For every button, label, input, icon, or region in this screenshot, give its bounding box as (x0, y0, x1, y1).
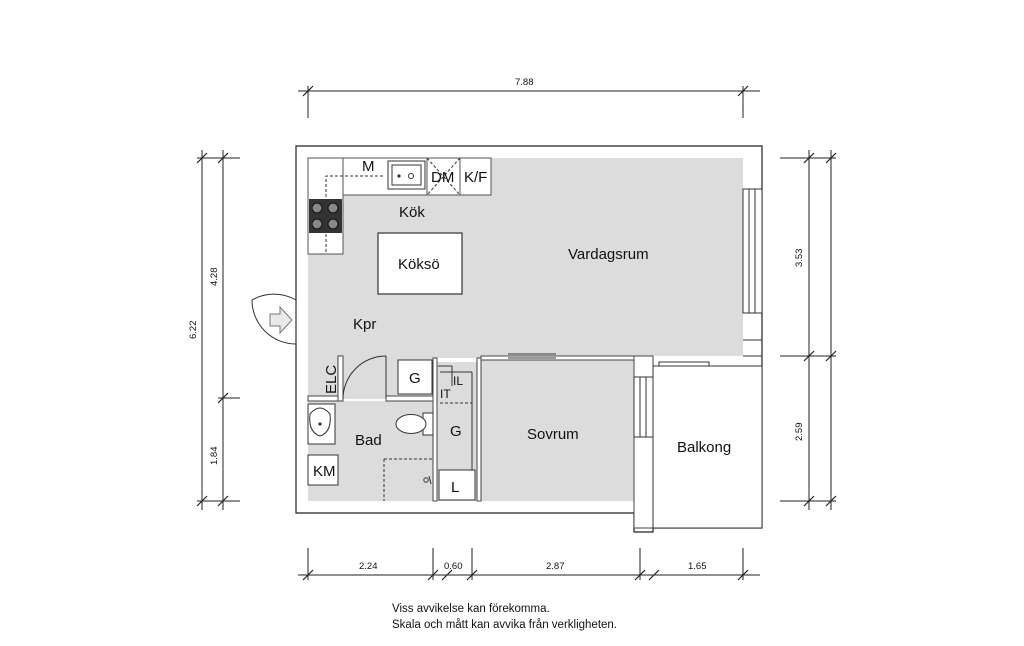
kitchen-island (377, 232, 463, 295)
room-label-balkong: Balkong (677, 439, 731, 456)
bathroom-door (342, 355, 387, 400)
closet-details (397, 359, 476, 501)
fixture-label-dm: DM (431, 169, 454, 186)
dimension-left-total: 6.22 (188, 321, 199, 340)
washbasin-icon (309, 407, 331, 437)
dimension-lines: 7.88 6.22 4.28 1.84 3.53 2.59 (188, 77, 837, 581)
room-label-kok: Kök (399, 204, 425, 221)
room-label-bad: Bad (355, 432, 382, 449)
dimension-left-lower: 1.84 (209, 447, 220, 466)
fixture-label-g-closet: G (450, 423, 462, 440)
fixture-label-elc: ELC (323, 365, 340, 394)
toilet-icon (395, 412, 434, 436)
fixture-label-km: KM (313, 463, 336, 480)
dimension-bottom-2: 0.60 (444, 561, 463, 572)
fixture-label-m: M (362, 158, 375, 175)
dimension-right-lower: 2.59 (794, 423, 805, 442)
bedroom-sliding-door (508, 353, 556, 359)
dimension-top-width: 7.88 (515, 77, 534, 88)
dimension-left-upper: 4.28 (209, 268, 220, 287)
room-label-vardagsrum: Vardagsrum (568, 246, 649, 263)
fixture-label-g-hall: G (409, 370, 421, 387)
fixture-label-l: L (451, 479, 459, 496)
room-label-kpr: Kpr (353, 316, 376, 333)
windows (633, 188, 763, 438)
disclaimer-line-2: Skala och mått kan avvika från verklighe… (392, 619, 618, 631)
bathroom-fixtures (307, 403, 434, 501)
kitchen-counter (307, 157, 492, 255)
entrance-door (251, 293, 297, 345)
entrance-arrow-icon (269, 305, 293, 335)
disclaimer: Viss avvikelse kan förekomma. Skala och … (392, 601, 617, 633)
balcony (652, 365, 763, 529)
dimension-bottom-4: 1.65 (688, 561, 707, 572)
room-label-sovrum: Sovrum (527, 426, 579, 443)
dimension-bottom-1: 2.24 (359, 561, 378, 572)
fixture-label-il: IL (453, 374, 463, 388)
shower-drain-icon (423, 475, 432, 485)
fixture-label-it: IT (440, 387, 451, 401)
stove-icon (309, 199, 342, 233)
dimension-bottom-3: 2.87 (546, 561, 565, 572)
dimension-right-upper: 3.53 (794, 249, 805, 268)
fixture-label-kf: K/F (464, 169, 487, 186)
sink-icon (387, 160, 426, 190)
disclaimer-line-1: Viss avvikelse kan förekomma. (392, 603, 550, 615)
room-label-kokso: Köksö (398, 256, 440, 273)
